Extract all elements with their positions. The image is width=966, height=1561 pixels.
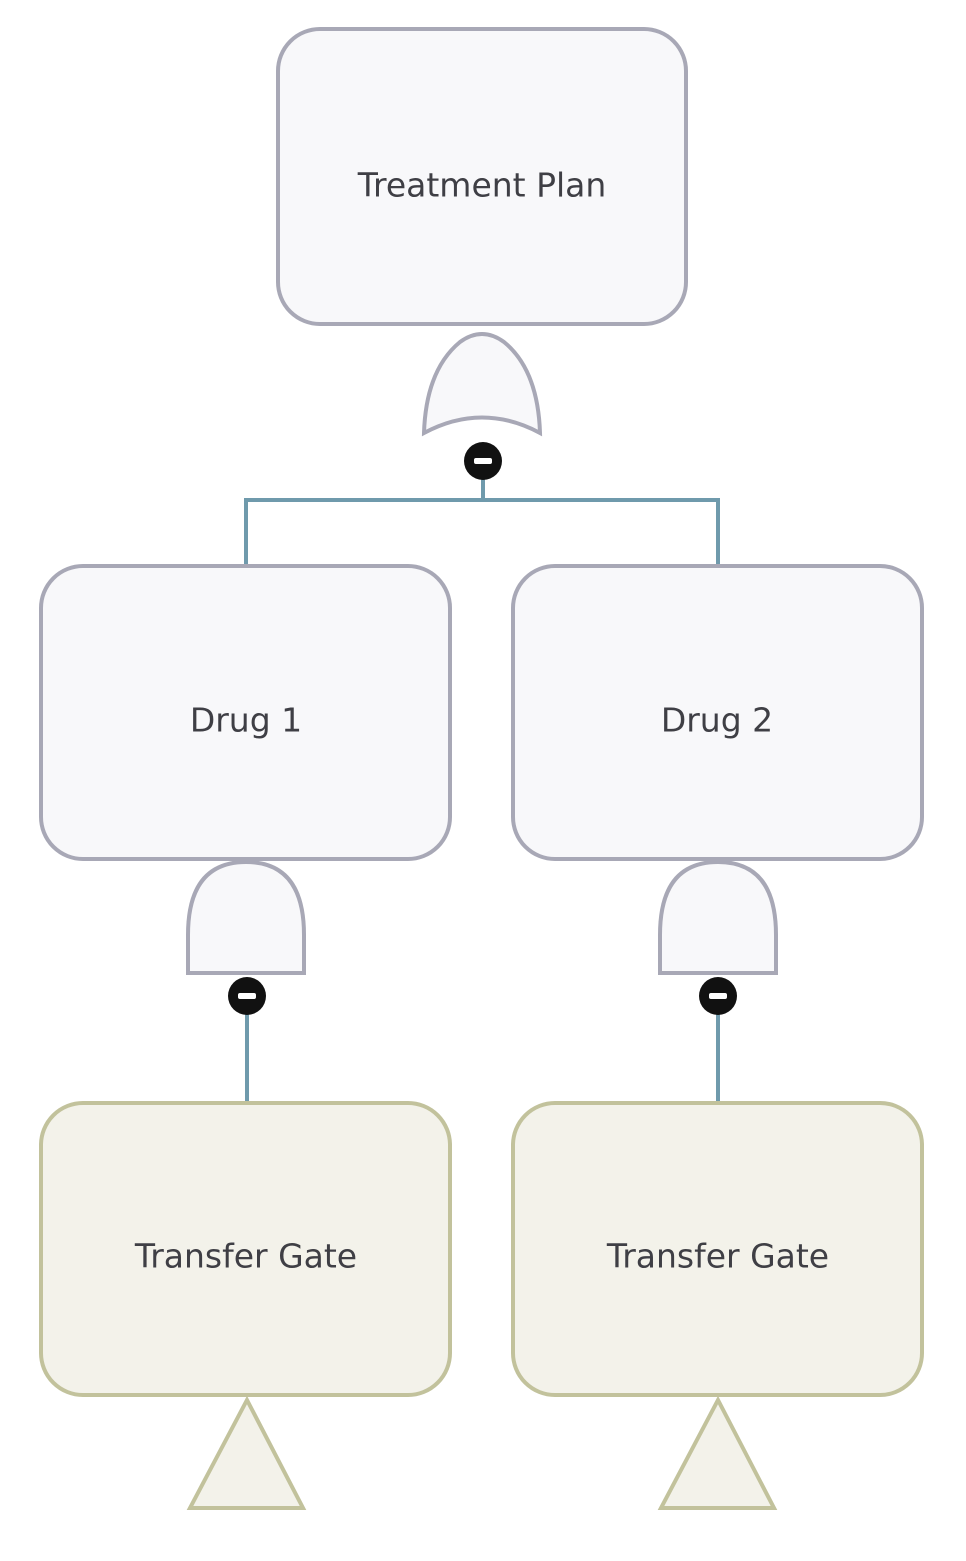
transfer-box [511, 1101, 924, 1397]
collapse-minus [709, 993, 727, 999]
event-drug-2[interactable]: Drug 2 [511, 564, 924, 861]
collapse-toggle-drug-1[interactable] [228, 977, 266, 1015]
event-label: Drug 2 [661, 701, 773, 740]
event-box [39, 564, 452, 861]
collapse-toggle-top[interactable] [464, 442, 502, 480]
transfer-triangle-icon[interactable] [186, 1395, 307, 1510]
transfer-label: Transfer Gate [134, 1237, 357, 1276]
transfer-box [39, 1101, 452, 1397]
and-gate-icon[interactable] [186, 859, 306, 975]
transfer-gate-2[interactable]: Transfer Gate [511, 1101, 924, 1397]
collapse-toggle-drug-2[interactable] [699, 977, 737, 1015]
event-label: Drug 1 [190, 701, 302, 740]
event-label: Treatment Plan [357, 166, 607, 205]
event-drug-1[interactable]: Drug 1 [39, 564, 452, 861]
event-box [511, 564, 924, 861]
event-box [276, 27, 688, 326]
and-gate-icon[interactable] [658, 859, 778, 975]
transfer-gate-1[interactable]: Transfer Gate [39, 1101, 452, 1397]
collapse-minus [238, 993, 256, 999]
transfer-label: Transfer Gate [606, 1237, 829, 1276]
event-treatment-plan[interactable]: Treatment Plan [276, 27, 688, 326]
or-gate-icon[interactable] [421, 332, 543, 437]
transfer-triangle-icon[interactable] [657, 1395, 778, 1510]
collapse-minus [474, 458, 492, 464]
